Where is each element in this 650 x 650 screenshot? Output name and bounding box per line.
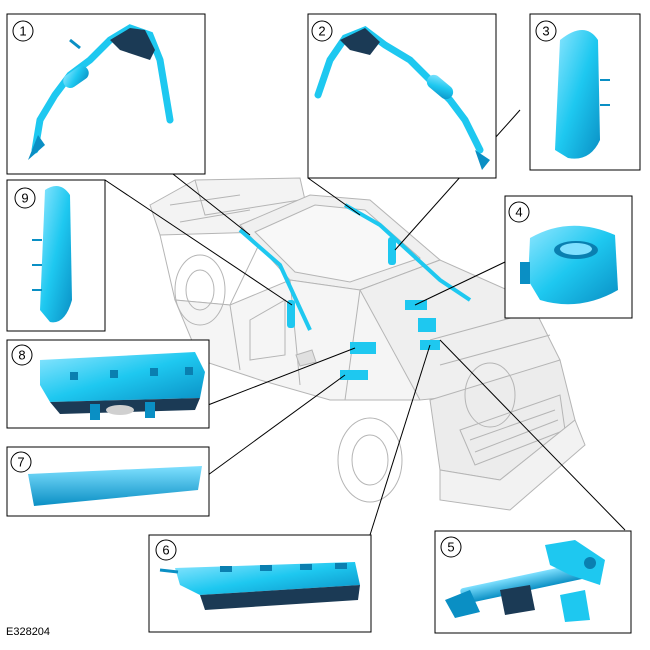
callout-number-6: 6 (162, 543, 169, 558)
callout-box-7: 7 (6, 446, 210, 517)
callout-box-1: 1 (6, 13, 206, 175)
side-airbag-left-seat-part (32, 186, 72, 323)
knee-airbag-panel-part (28, 466, 202, 506)
callout-number-8: 8 (18, 348, 25, 363)
callout-box-4: 4 (504, 195, 633, 319)
callout-number-3: 3 (542, 24, 549, 39)
callout-number-2: 2 (318, 24, 325, 39)
side-airbag-right-seat-part (555, 30, 610, 159)
callout-number-1: 1 (19, 24, 26, 39)
callout-box-2: 2 (307, 13, 497, 179)
callout-box-8: 8 (6, 339, 210, 429)
curtain-airbag-left-part (28, 24, 174, 160)
callout-number-9: 9 (21, 191, 28, 206)
callout-box-9: 9 (6, 179, 106, 332)
driver-airbag-part (520, 225, 618, 305)
callout-box-3: 3 (529, 13, 641, 171)
passenger-airbag-part (159, 562, 360, 610)
leader-lines (104, 109, 626, 536)
knee-airbag-module-part (40, 352, 205, 420)
callout-box-6: 6 (148, 534, 372, 633)
callout-number-4: 4 (515, 205, 522, 220)
callout-number-7: 7 (17, 455, 24, 470)
callout-number-5: 5 (447, 540, 454, 555)
figure-code: E328204 (6, 626, 51, 638)
curtain-airbag-right-part (314, 26, 490, 170)
steering-column-part (445, 540, 605, 622)
callout-box-5: 5 (434, 530, 632, 634)
